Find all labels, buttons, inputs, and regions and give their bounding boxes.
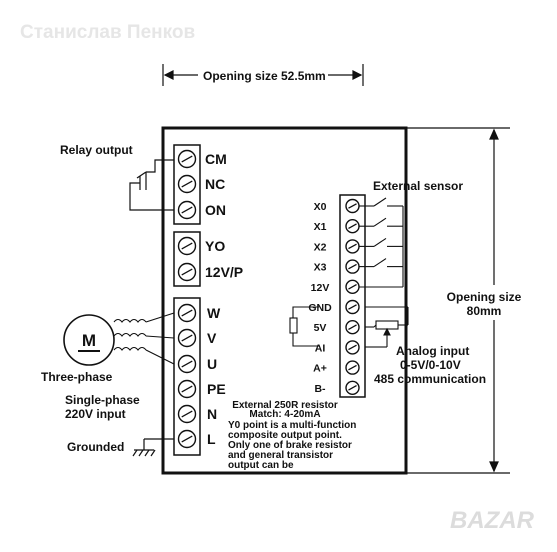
height-dimension: [405, 127, 510, 474]
width-dimension: [162, 64, 364, 86]
width-label: Opening size 52.5mm: [203, 69, 326, 83]
screw-5v: [345, 320, 360, 335]
terminal-label-nc: NC: [205, 176, 225, 192]
screw-12v: [345, 279, 360, 294]
terminal-label-l: L: [207, 431, 216, 447]
screw-pe: [177, 379, 197, 399]
screw-v: [177, 328, 197, 348]
note-line: External 250R resistor: [232, 400, 338, 411]
terminal-label-x3: X3: [314, 262, 327, 274]
screw-n: [177, 404, 197, 424]
screw-u: [177, 354, 197, 374]
sensor-switch: [359, 217, 403, 227]
terminal-label-cm: CM: [205, 151, 227, 167]
terminal-label-yo: YO: [205, 238, 225, 254]
terminal-label-bminus: B-: [314, 383, 326, 395]
motor-symbol: [63, 314, 115, 366]
terminal-label-v: V: [207, 330, 217, 346]
analog-input-wiring: [365, 306, 409, 348]
screw-x2: [345, 239, 360, 254]
rs485-label: 485 communication: [374, 372, 486, 386]
terminal-label-pe: PE: [207, 381, 226, 397]
motor-label: M: [82, 331, 96, 350]
terminal-label-x2: X2: [314, 241, 327, 253]
terminal-label-ai: AI: [315, 342, 326, 354]
sensor-switch: [359, 237, 403, 247]
note-line: output can be: [228, 460, 294, 471]
screw-on: [177, 200, 197, 220]
terminal-label-12vp: 12V/P: [205, 264, 243, 280]
three-phase-label: Three-phase: [41, 370, 113, 384]
screw-x0: [345, 198, 360, 214]
screw-x3: [345, 259, 360, 274]
terminal-label-x1: X1: [314, 221, 327, 233]
ground-symbol: [132, 438, 174, 457]
watermark-bottom: BAZAR: [450, 507, 535, 534]
terminal-label-on: ON: [205, 202, 226, 218]
terminal-screws: [177, 149, 360, 449]
single-phase-label-line1: Single-phase: [65, 393, 140, 407]
screw-nc: [177, 174, 197, 194]
screw-l: [177, 429, 197, 449]
screw-ai: [345, 340, 360, 355]
note-line: Y0 point is a multi-function: [228, 420, 356, 431]
terminal-label-5v: 5V: [314, 322, 327, 334]
height-label-line2: 80mm: [467, 304, 502, 318]
analog-input-label-line2: 0-5V/0-10V: [400, 358, 461, 372]
screw-w: [177, 303, 197, 323]
relay-output-label: Relay output: [60, 143, 133, 157]
terminal-label-x0: X0: [314, 201, 327, 213]
sensor-switches: [359, 197, 404, 288]
grounded-label: Grounded: [67, 440, 124, 454]
power-terminal-block: [173, 297, 201, 456]
analog-input-label-line1: Analog input: [396, 344, 469, 358]
screw-aplus: [345, 360, 360, 375]
note-line: and general transistor: [228, 450, 333, 461]
terminal-label-w: W: [207, 305, 221, 321]
screw-x1: [345, 218, 360, 234]
terminal-label-12v: 12V: [311, 282, 330, 294]
screw-gnd: [345, 299, 360, 315]
height-label-line1: Opening size: [447, 290, 522, 304]
sensor-switch: [359, 197, 403, 207]
terminal-label-n: N: [207, 406, 217, 422]
screw-yo: [177, 236, 197, 256]
screw-cm: [177, 149, 197, 169]
external-sensor-label: External sensor: [373, 179, 463, 193]
terminal-label-gnd: GND: [308, 302, 332, 314]
potentiometer-symbol: [289, 306, 319, 347]
watermark-top: Станислав Пенков: [20, 22, 195, 43]
motor-windings: [113, 312, 175, 365]
note-line: Only one of brake resistor: [228, 440, 352, 451]
note-line: composite output point.: [228, 430, 342, 441]
sensor-switch: [359, 258, 403, 268]
screw-12vp: [177, 262, 197, 282]
note-line: Match: 4-20mA: [249, 409, 320, 420]
screw-bminus: [345, 380, 360, 395]
terminal-label-u: U: [207, 356, 217, 372]
single-phase-label-line2: 220V input: [65, 407, 126, 421]
relay-contact-symbol: [129, 159, 174, 211]
terminal-label-aplus: A+: [313, 363, 327, 375]
